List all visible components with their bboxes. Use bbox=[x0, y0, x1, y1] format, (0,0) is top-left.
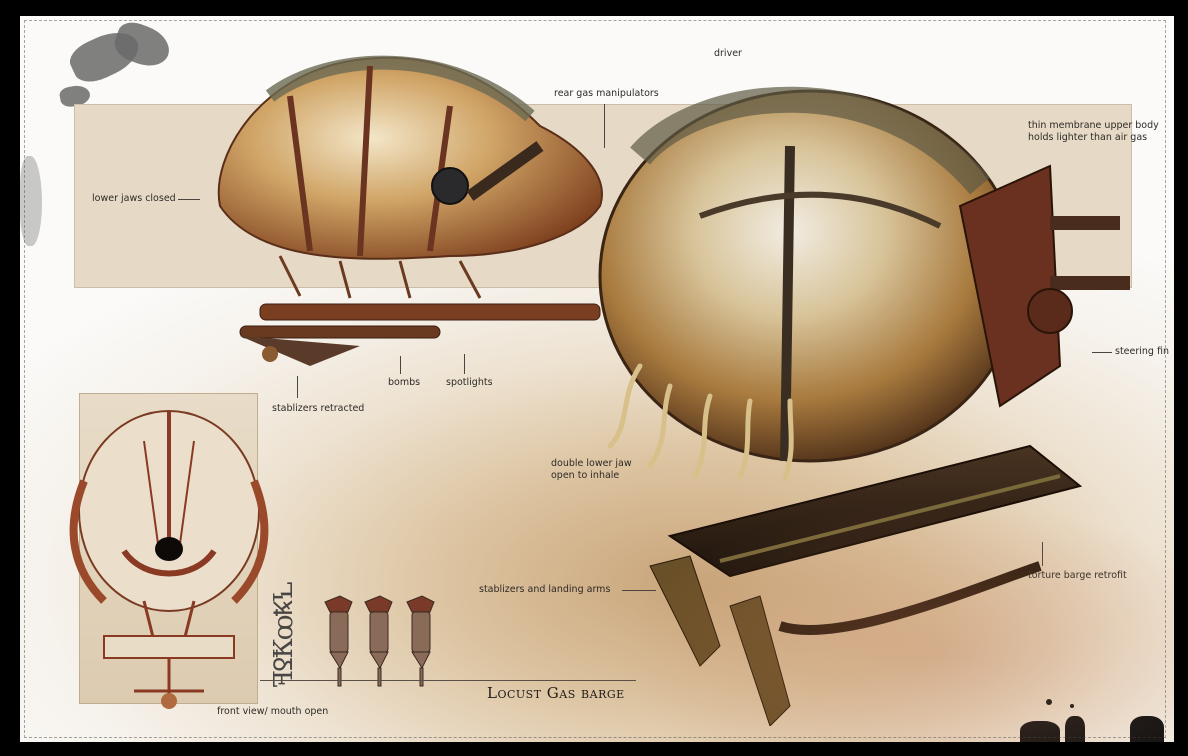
callout-stabilizers-retracted: stablizers retracted bbox=[272, 403, 365, 414]
bomb-illustrations bbox=[324, 595, 435, 687]
ink-splatter bbox=[1065, 716, 1085, 742]
callout-leader bbox=[178, 199, 200, 200]
callout-leader bbox=[1092, 352, 1112, 353]
callout-thin-membrane-line2: holds lighter than air gas bbox=[1028, 132, 1148, 143]
callout-stabilizers-landing-arms: stablizers and landing arms bbox=[479, 584, 611, 595]
callout-leader bbox=[464, 354, 465, 374]
front-view-airship-illustration bbox=[69, 410, 269, 709]
concept-art-sheet: ꟻꝾꝀꝏꝄꝆ lower jaws closed rear gas manipu… bbox=[20, 16, 1174, 742]
ink-splatter bbox=[1046, 699, 1052, 705]
main-airship-illustration bbox=[598, 86, 1130, 726]
title-rule bbox=[260, 680, 636, 681]
callout-front-view: front view/ mouth open bbox=[217, 706, 329, 717]
side-view-airship-illustration bbox=[217, 55, 603, 366]
ink-splatter bbox=[1070, 704, 1074, 708]
callout-double-lower-jaw-line2: open to inhale bbox=[551, 470, 620, 481]
grunge-splatter bbox=[20, 156, 42, 246]
callout-leader bbox=[604, 104, 605, 148]
callout-driver: driver bbox=[714, 48, 742, 59]
callout-leader bbox=[297, 376, 298, 398]
callout-leader bbox=[400, 356, 401, 374]
ink-splatter bbox=[1130, 716, 1164, 742]
artwork-title: Locust Gas barge bbox=[487, 684, 625, 702]
callout-leader bbox=[1042, 542, 1043, 566]
callout-rear-gas-manipulators: rear gas manipulators bbox=[554, 88, 659, 99]
callout-torture-barge-retrofit: torture barge retrofit bbox=[1028, 570, 1127, 581]
calligraphy-signature: ꟻꝾꝀꝏꝄꝆ bbox=[269, 583, 299, 688]
callout-thin-membrane-line1: thin membrane upper body bbox=[1028, 120, 1159, 131]
callout-double-lower-jaw-line1: double lower jaw bbox=[551, 458, 632, 469]
callout-spotlights: spotlights bbox=[446, 377, 493, 388]
callout-bombs: bombs bbox=[388, 377, 421, 388]
callout-leader bbox=[622, 590, 656, 591]
callout-steering-fin: steering fin bbox=[1115, 346, 1169, 357]
callout-lower-jaws-closed: lower jaws closed bbox=[92, 193, 176, 204]
ink-splatter bbox=[1020, 721, 1060, 742]
